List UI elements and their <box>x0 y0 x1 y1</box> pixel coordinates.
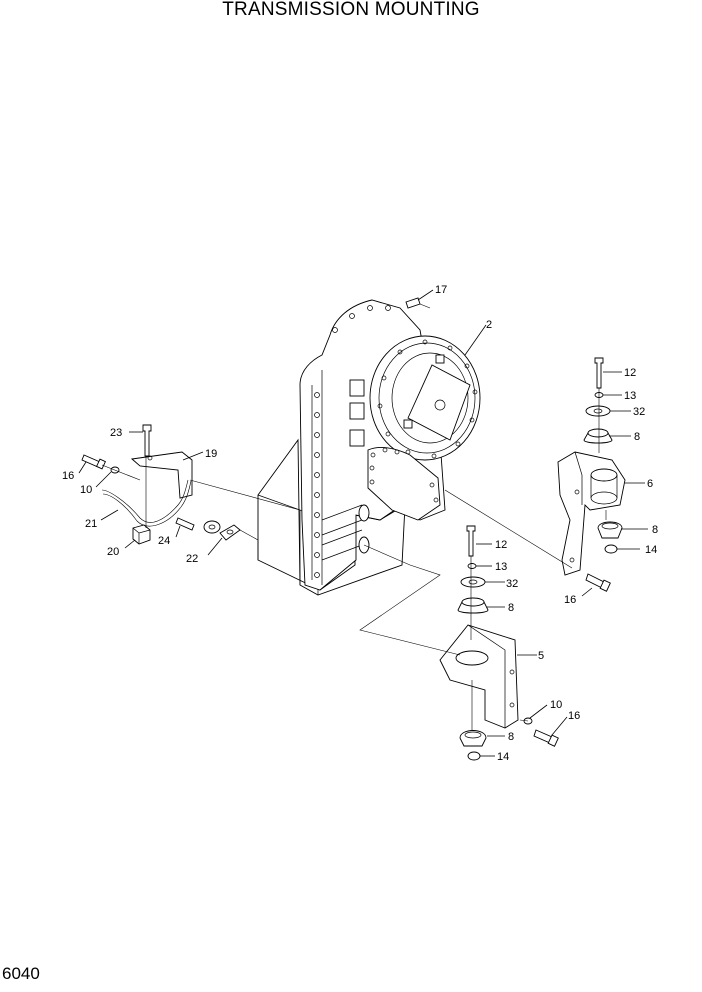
callout-24: 24 <box>158 535 170 547</box>
callout-19: 19 <box>205 448 217 460</box>
callout-16: 16 <box>62 470 74 482</box>
callout-32: 32 <box>633 406 645 418</box>
callout-22: 22 <box>186 553 198 565</box>
callout-21: 21 <box>85 518 97 530</box>
callout-2: 2 <box>486 319 492 331</box>
callout-16: 16 <box>568 710 580 722</box>
callout-12: 12 <box>624 367 636 379</box>
callout-8: 8 <box>652 524 658 536</box>
callout-labels: 17 2 12 13 32 8 6 8 14 16 23 19 16 10 21… <box>62 284 658 763</box>
callout-12: 12 <box>495 539 507 551</box>
callout-23: 23 <box>110 427 122 439</box>
page-title: TRANSMISSION MOUNTING <box>222 0 480 20</box>
callout-8: 8 <box>508 602 514 614</box>
callout-13: 13 <box>624 390 636 402</box>
callout-20: 20 <box>107 546 119 558</box>
callout-17: 17 <box>435 284 447 296</box>
leader-lines <box>78 289 648 757</box>
callout-10: 10 <box>550 699 562 711</box>
callout-10: 10 <box>80 484 92 496</box>
left-bracket-assembly <box>81 424 241 545</box>
callout-5: 5 <box>538 650 544 662</box>
callout-13: 13 <box>495 561 507 573</box>
assembly-reference-lines <box>101 303 607 730</box>
rear-mount-assembly <box>557 357 626 592</box>
front-mount-assembly <box>439 525 559 761</box>
callout-32: 32 <box>506 578 518 590</box>
transmission-housing <box>257 297 481 596</box>
callout-6: 6 <box>647 478 653 490</box>
callout-8: 8 <box>508 731 514 743</box>
callout-16: 16 <box>564 594 576 606</box>
callout-14: 14 <box>497 751 509 763</box>
callout-8: 8 <box>634 431 640 443</box>
callout-14: 14 <box>645 544 657 556</box>
page-number: 6040 <box>2 964 40 983</box>
